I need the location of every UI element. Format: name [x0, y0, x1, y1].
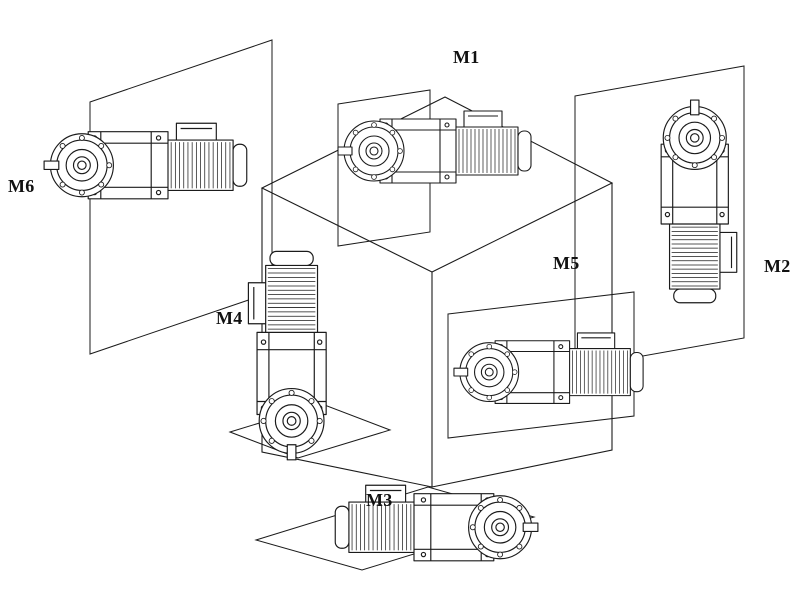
gearmotor-m6 — [43, 122, 248, 200]
gearmotor-m5 — [453, 332, 644, 404]
mounting-plane-m1 — [337, 89, 431, 247]
gearmotor-m1 — [337, 110, 532, 184]
gearmotor-m2 — [660, 99, 738, 304]
mounting-plane-m2 — [574, 65, 745, 369]
label-m2: M2 — [764, 256, 791, 276]
mounting-plane-m5 — [447, 291, 635, 439]
label-m6: M6 — [8, 176, 35, 196]
label-m5: M5 — [553, 253, 580, 273]
label-m3: M3 — [366, 490, 393, 510]
label-m4: M4 — [216, 308, 243, 328]
label-m1: M1 — [453, 47, 480, 67]
gearmotor-m4 — [247, 250, 327, 461]
